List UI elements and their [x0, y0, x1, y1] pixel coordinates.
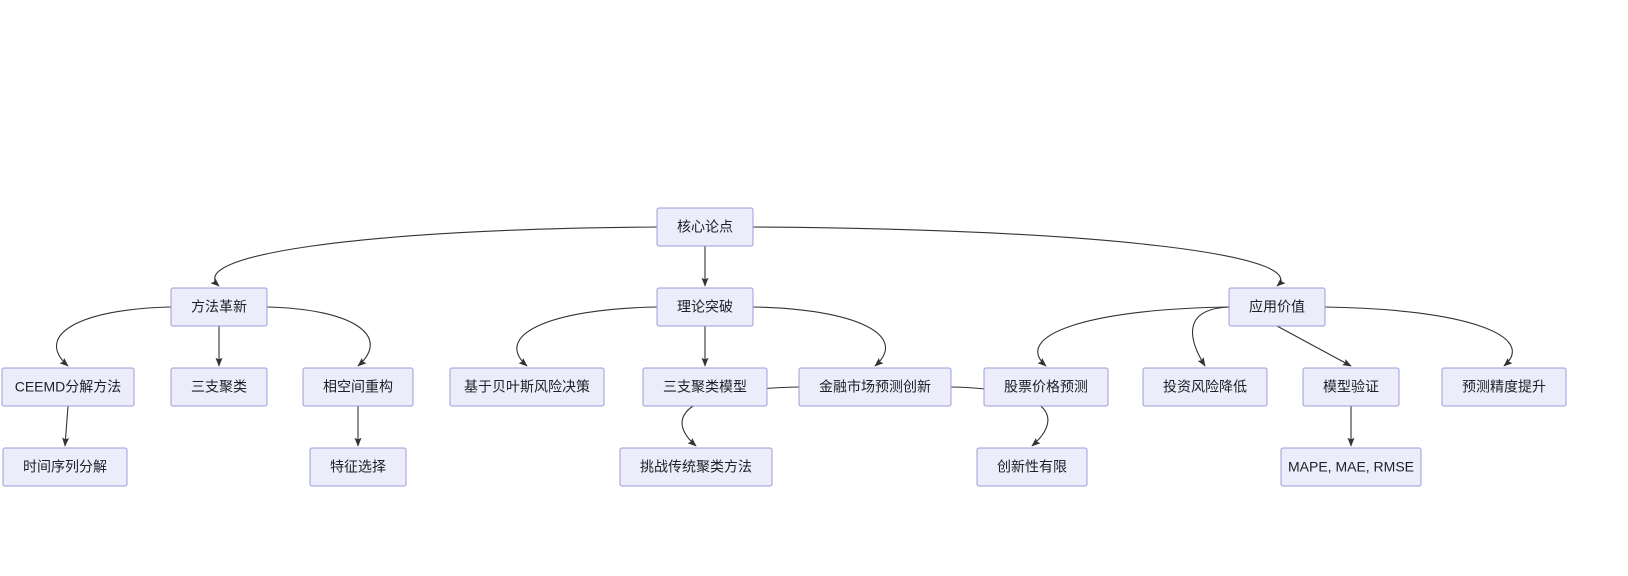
node-box-l2f[interactable] [798, 367, 952, 407]
node-box-l2g[interactable] [983, 367, 1109, 407]
node-box-l2j[interactable] [1441, 367, 1567, 407]
node-box-l3c[interactable] [619, 447, 773, 487]
node-label-l3b: 特征选择 [330, 459, 386, 475]
node-l2a[interactable]: CEEMD分解方法 [1, 367, 135, 407]
node-label-l2b: 三支聚类 [191, 379, 247, 395]
node-l1a[interactable]: 方法革新 [170, 287, 268, 327]
node-box-root[interactable] [656, 207, 754, 247]
node-label-l2f: 金融市场预测创新 [819, 379, 931, 395]
node-l2c[interactable]: 相空间重构 [302, 367, 414, 407]
node-l2g[interactable]: 股票价格预测 [983, 367, 1109, 407]
node-box-l2c[interactable] [302, 367, 414, 407]
node-l2b[interactable]: 三支聚类 [170, 367, 268, 407]
node-label-l1a: 方法革新 [191, 299, 247, 315]
node-l2i[interactable]: 模型验证 [1302, 367, 1400, 407]
node-label-l2e: 三支聚类模型 [663, 379, 747, 395]
edge-l1c-to-l2j [1324, 306, 1513, 367]
edge-l1b-to-l2f [752, 306, 887, 367]
node-l2h[interactable]: 投资风险降低 [1142, 367, 1268, 407]
node-box-l2d[interactable] [449, 367, 605, 407]
node-l2j[interactable]: 预测精度提升 [1441, 367, 1567, 407]
node-box-l2h[interactable] [1142, 367, 1268, 407]
node-label-l3a: 时间序列分解 [23, 459, 107, 475]
edge-root-to-l1c [752, 226, 1286, 287]
node-label-l2j: 预测精度提升 [1462, 379, 1546, 395]
node-box-l3e[interactable] [1280, 447, 1422, 487]
node-label-l3e: MAPE, MAE, RMSE [1288, 459, 1414, 475]
edge-root-to-l1a [210, 226, 658, 287]
edge-l1a-to-l2a [55, 306, 172, 367]
node-l1c[interactable]: 应用价值 [1228, 287, 1326, 327]
edge-layer [55, 226, 1513, 447]
node-label-l2i: 模型验证 [1323, 379, 1379, 395]
node-l2d[interactable]: 基于贝叶斯风险决策 [449, 367, 605, 407]
node-box-l1b[interactable] [656, 287, 754, 327]
node-l3e[interactable]: MAPE, MAE, RMSE [1280, 447, 1422, 487]
node-label-l3c: 挑战传统聚类方法 [640, 459, 752, 475]
node-l3d[interactable]: 创新性有限 [976, 447, 1088, 487]
node-l3b[interactable]: 特征选择 [309, 447, 407, 487]
node-label-l2a: CEEMD分解方法 [15, 379, 122, 395]
node-label-l1c: 应用价值 [1249, 299, 1305, 315]
node-label-l3d: 创新性有限 [997, 459, 1067, 475]
node-label-l2c: 相空间重构 [323, 379, 393, 395]
node-label-l1b: 理论突破 [677, 299, 733, 315]
edge-l1b-to-l2d [516, 306, 658, 367]
node-box-l3d[interactable] [976, 447, 1088, 487]
node-root[interactable]: 核心论点 [656, 207, 754, 247]
node-box-l1c[interactable] [1228, 287, 1326, 327]
node-box-l2a[interactable] [1, 367, 135, 407]
node-label-l2h: 投资风险降低 [1163, 379, 1247, 395]
node-box-l1a[interactable] [170, 287, 268, 327]
node-box-l2e[interactable] [642, 367, 768, 407]
node-label-l2d: 基于贝叶斯风险决策 [464, 379, 590, 395]
node-box-l2b[interactable] [170, 367, 268, 407]
node-box-l2i[interactable] [1302, 367, 1400, 407]
node-l1b[interactable]: 理论突破 [656, 287, 754, 327]
node-l3c[interactable]: 挑战传统聚类方法 [619, 447, 773, 487]
node-l2f[interactable]: 金融市场预测创新 [798, 367, 952, 407]
node-label-root: 核心论点 [677, 219, 733, 235]
node-box-l3a[interactable] [2, 447, 128, 487]
node-label-l2g: 股票价格预测 [1004, 379, 1088, 395]
node-l2e[interactable]: 三支聚类模型 [642, 367, 768, 407]
node-l3a[interactable]: 时间序列分解 [2, 447, 128, 487]
node-box-l3b[interactable] [309, 447, 407, 487]
edge-l1c-to-l2g [1037, 306, 1230, 367]
edge-l2a-to-l3a [62, 405, 70, 447]
edge-l1c-to-l2h [1192, 306, 1230, 367]
edge-l1c-to-l2i [1276, 325, 1352, 367]
edge-l1a-to-l2c [266, 306, 371, 367]
